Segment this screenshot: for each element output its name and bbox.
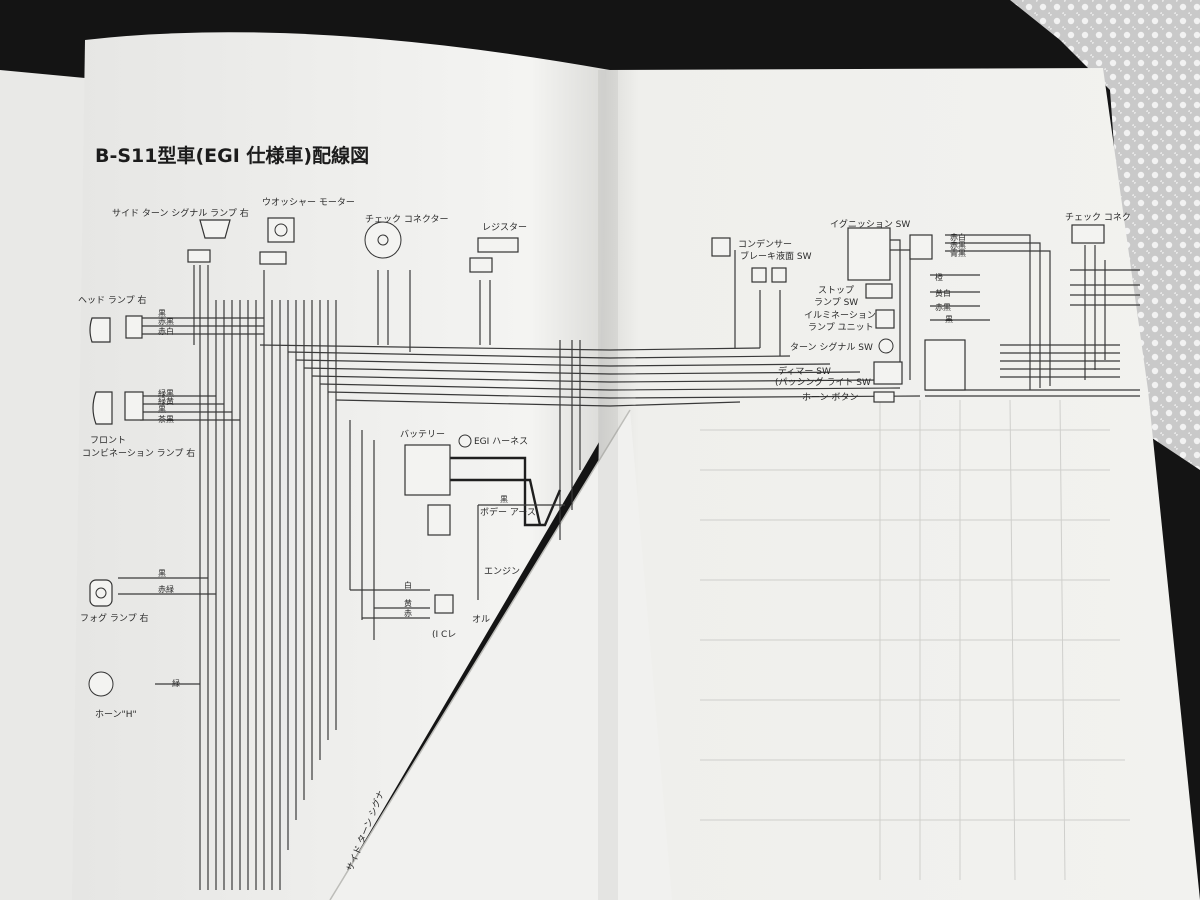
svg-text:ブレーキ液面 SW: ブレーキ液面 SW [740, 250, 812, 262]
svg-text:ランプ SW: ランプ SW [814, 297, 858, 308]
mesh-fabric [1010, 0, 1200, 470]
svg-text:イルミネーション: イルミネーション [804, 310, 876, 321]
svg-text:EGI ハーネス: EGI ハーネス [474, 436, 528, 447]
front-combination-lamp-right: フロント コンビネーション ランプ 右 [82, 391, 195, 459]
folded-page-flap [330, 410, 672, 900]
wire-color-labels-left: 黒 赤黒 赤白 緑黒 緑黄 黒 茶黒 黒 赤緑 緑 白 黄 赤 黒 [158, 309, 508, 688]
svg-text:赤黒: 赤黒 [158, 317, 174, 326]
svg-text:サイド ターン シグナル ランプ 右: サイド ターン シグナル ランプ 右 [112, 207, 249, 219]
horn-button: ホーン ボタン [802, 391, 895, 403]
fold-edge [329, 409, 631, 900]
diagram-title: B-S11型車(EGI 仕様車)配線図 [95, 144, 369, 167]
svg-text:ディマー SW: ディマー SW [778, 365, 831, 377]
svg-text:緑黒: 緑黒 [158, 388, 174, 398]
head-lamp-right: ヘッド ランプ 右 [78, 294, 146, 343]
battery-wiring [442, 456, 565, 600]
svg-text:赤黒: 赤黒 [935, 303, 951, 312]
ignition-switch: イグニッション SW [830, 218, 933, 281]
illumination-lamp-unit: イルミネーション ランプ ユニット [804, 309, 895, 333]
svg-text:赤白: 赤白 [950, 232, 966, 242]
wiring-bundle [118, 265, 921, 890]
svg-text:エンジン: エンジン [484, 567, 520, 577]
svg-text:赤白: 赤白 [158, 326, 174, 336]
svg-text:橙: 橙 [935, 272, 943, 282]
svg-text:黄白: 黄白 [935, 288, 951, 298]
svg-text:ボデー アース: ボデー アース [480, 506, 536, 518]
svg-text:緑: 緑 [172, 678, 180, 688]
svg-text:赤緑: 赤緑 [158, 584, 174, 594]
side-turn-lamp-right: サイド ターン シグナル ランプ 右 [112, 207, 249, 263]
battery: バッテリー EGI ハーネス ボデー アース エンジン オル (I Cレ [400, 429, 536, 640]
svg-text:赤: 赤 [404, 609, 412, 618]
svg-text:コンデンサー: コンデンサー [738, 238, 792, 250]
dimmer-switch: ディマー SW (パッシング ライト SW [775, 361, 903, 388]
svg-text:黒: 黒 [158, 569, 166, 578]
prev-page-edge [0, 70, 85, 900]
gutter-shadow [598, 70, 618, 900]
fog-lamp-right: フォグ ランプ 右 [80, 579, 148, 624]
svg-text:(I Cレ: (I Cレ [432, 630, 456, 640]
check-connector: チェック コネクター [364, 214, 449, 259]
right-page [590, 68, 1200, 900]
right-page-faint-print [700, 399, 1130, 881]
svg-text:ホーン ボタン: ホーン ボタン [802, 392, 858, 403]
svg-text:黒: 黒 [158, 309, 166, 318]
svg-text:緑黄: 緑黄 [158, 396, 174, 406]
resistor: レジスター [469, 222, 527, 273]
washer-motor: ウオッシャー モーター [259, 197, 355, 265]
wire-color-labels-right: 橙 黄白 赤黒 黒 赤白 赤黒 青黒 [935, 232, 966, 324]
svg-text:イグニッション SW: イグニッション SW [830, 218, 910, 230]
svg-text:黄: 黄 [404, 598, 412, 608]
svg-text:フロント: フロント [90, 436, 126, 446]
svg-text:黒: 黒 [158, 405, 166, 414]
svg-text:ランプ ユニット: ランプ ユニット [808, 322, 874, 333]
svg-text:赤黒: 赤黒 [950, 241, 966, 250]
svg-text:青黒: 青黒 [950, 248, 966, 258]
stop-lamp-switch: ストップ ランプ SW [814, 283, 893, 308]
svg-text:白: 白 [404, 580, 412, 590]
turn-signal-switch: ターン シグナル SW [790, 338, 966, 391]
svg-text:黒: 黒 [945, 315, 953, 324]
svg-text:黒: 黒 [500, 495, 508, 504]
svg-text:フォグ ランプ 右: フォグ ランプ 右 [80, 612, 148, 624]
svg-text:ヘッド ランプ 右: ヘッド ランプ 右 [78, 294, 146, 306]
condenser: コンデンサー ブレーキ液面 SW [711, 237, 812, 283]
svg-text:バッテリー: バッテリー [400, 429, 445, 440]
svg-text:チェック コネク: チェック コネク [1065, 212, 1131, 223]
svg-text:ターン シグナル SW: ターン シグナル SW [790, 341, 873, 353]
svg-text:茶黒: 茶黒 [158, 414, 174, 424]
svg-text:コンビネーション ランプ 右: コンビネーション ランプ 右 [82, 447, 195, 459]
svg-text:ストップ: ストップ [818, 285, 854, 296]
svg-text:ウオッシャー モーター: ウオッシャー モーター [262, 197, 355, 208]
svg-text:(パッシング ライト SW: (パッシング ライト SW [775, 376, 871, 388]
left-page [72, 32, 612, 900]
svg-text:チェック コネクター: チェック コネクター [365, 214, 449, 225]
check-connector-right: チェック コネク [1065, 212, 1131, 244]
svg-text:オル: オル [472, 614, 490, 625]
svg-text:レジスター: レジスター [482, 222, 527, 233]
horn-h: ホーン"H" [88, 671, 137, 720]
svg-text:ホーン"H": ホーン"H" [95, 709, 137, 720]
